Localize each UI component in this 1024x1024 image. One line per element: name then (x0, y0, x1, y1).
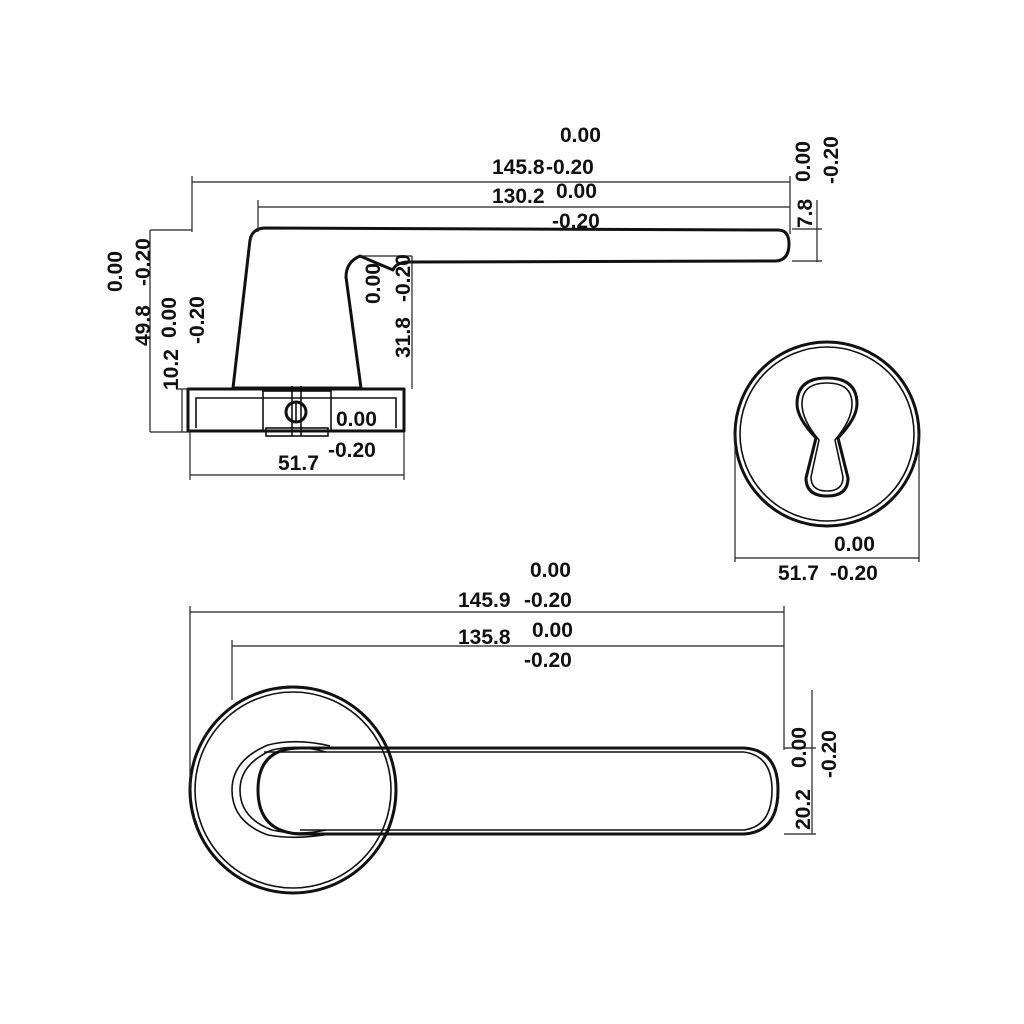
dim-top-height-value: 49.8 (132, 305, 155, 346)
dim-top-base-width-value: 51.7 (278, 452, 319, 475)
dim-top-lever-thickness-value: 7.8 (794, 198, 817, 228)
dim-top-base-height-value: 10.2 (160, 349, 183, 390)
dim-front-lever-width-value: 20.2 (792, 789, 815, 830)
front-lever-edge (300, 751, 773, 831)
dim-escutcheon-value: 51.7 (778, 562, 819, 585)
dim-top-overall-value: 145.8 (492, 156, 545, 179)
dim-front-lever-width-tol-upper: 0.00 (788, 727, 811, 768)
side-rose-inner (195, 397, 397, 428)
dim-top-base-width-tol-lower: -0.20 (328, 439, 376, 462)
side-view-dimension-lines (149, 176, 822, 480)
dim-top-lever-tol-lower: -0.20 (552, 210, 600, 233)
dim-top-base-height-tol-lower: -0.20 (186, 296, 209, 344)
dim-top-neck-height-tol-upper: 0.00 (362, 263, 385, 304)
dim-top-base-width-tol-upper: 0.00 (336, 408, 377, 431)
dim-top-base-height-tol-upper: 0.00 (158, 297, 181, 338)
escutcheon-inner-ring (739, 346, 915, 522)
front-view-labels: 0.00 145.9 -0.20 135.8 0.00 -0.20 20.2 0… (458, 559, 841, 830)
dim-top-neck-height-tol-lower: -0.20 (392, 254, 415, 302)
dim-top-lever-value: 130.2 (492, 185, 545, 208)
keyhole-inner-outline (801, 382, 853, 492)
dim-top-neck-height-value: 31.8 (392, 317, 415, 358)
keyhole-outline (795, 376, 859, 498)
front-lever-neck-inner (239, 746, 327, 834)
dim-top-height-tol-lower: -0.20 (132, 238, 155, 286)
dim-top-lever-tol-upper: 0.00 (556, 180, 597, 203)
side-view-labels: 0.00 145.8 -0.20 130.2 0.00 -0.20 7.8 0.… (104, 124, 843, 475)
dim-front-lever-tol-upper: 0.00 (532, 619, 573, 642)
dim-front-lever-tol-lower: -0.20 (524, 649, 572, 672)
side-spindle-foot (265, 427, 329, 437)
dim-top-overall-tol-upper: 0.00 (560, 124, 601, 147)
side-spindle-housing (262, 390, 332, 432)
side-lever-outline (231, 226, 791, 390)
front-view (188, 685, 780, 895)
escutcheon-outer-ring (733, 340, 921, 528)
dim-escutcheon-tol-upper: 0.00 (834, 533, 875, 556)
dim-front-lever-value: 135.8 (458, 626, 511, 649)
dim-front-lever-width-tol-lower: -0.20 (818, 730, 841, 778)
dim-front-overall-tol-lower: -0.20 (524, 589, 572, 612)
dim-escutcheon-tol-lower: -0.20 (830, 562, 878, 585)
front-lever-outline (256, 746, 780, 836)
front-rose-inner (194, 691, 392, 889)
escutcheon-view: 0.00 51.7 -0.20 (733, 340, 921, 585)
dim-top-overall-tol-lower: -0.20 (546, 156, 594, 179)
dim-top-height-tol-upper: 0.00 (104, 251, 127, 292)
dim-front-overall-tol-upper: 0.00 (530, 559, 571, 582)
side-view (186, 226, 791, 437)
front-lever-neck (231, 740, 331, 839)
dim-front-overall-value: 145.9 (458, 589, 511, 612)
dim-top-lever-thickness-tol-upper: 0.00 (792, 141, 815, 182)
front-view-dimension-lines (189, 606, 816, 835)
dim-top-lever-thickness-tol-lower: -0.20 (820, 136, 843, 184)
front-rose-outer (188, 685, 398, 895)
